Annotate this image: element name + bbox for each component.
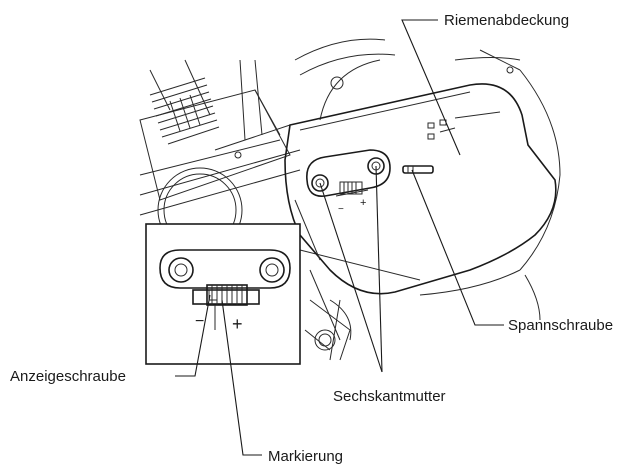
plus-sign-small: + [360,197,366,209]
leader-indicator-screw [175,294,211,377]
inset-nut-right [259,257,285,283]
plus-sign: + [232,314,243,334]
leader-hex-nut-right [375,165,383,373]
label-marking: Markierung [268,448,343,465]
machine-housing [139,38,561,361]
leader-hex-nut-left [319,182,383,373]
label-tension-screw: Spannschraube [508,317,613,334]
label-belt-cover: Riemenabdeckung [444,12,569,29]
leader-belt-cover [401,19,461,156]
minus-sign: − [195,313,204,330]
tension-screw [402,165,434,174]
minus-sign-small: − [338,204,344,215]
leader-marking [221,299,262,456]
label-hex-nuts: Sechskantmutter [333,388,446,405]
label-indicator-screw: Anzeigeschraube [10,368,126,385]
inset-nut-left [168,257,194,283]
hex-nut-left [311,174,329,192]
inset-detail: − + [145,223,301,365]
leader-lines [175,19,504,456]
leader-tension-screw [411,169,504,326]
motor-fins [149,77,220,145]
